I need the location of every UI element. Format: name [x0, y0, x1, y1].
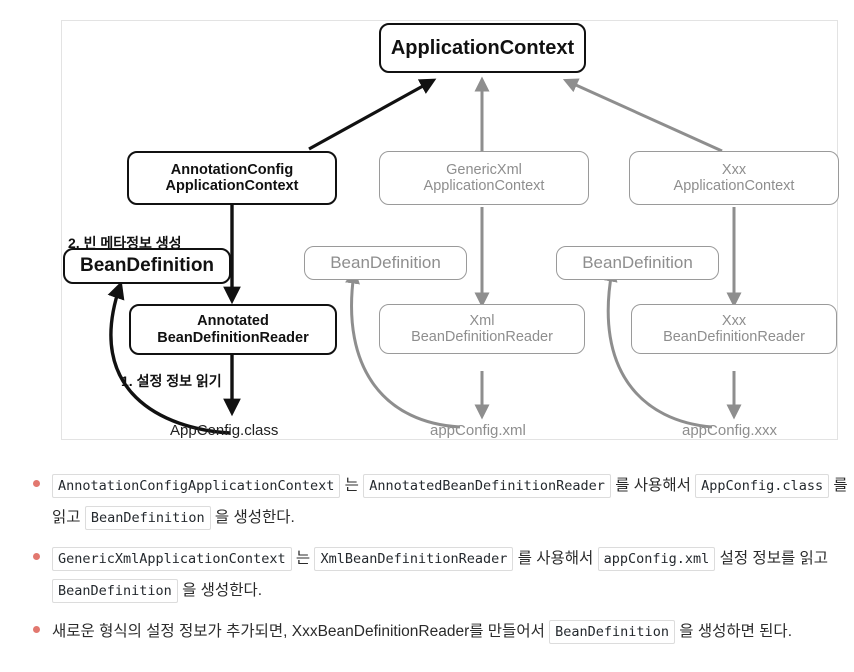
node-bean-definition-middle[interactable]: BeanDefinition: [304, 246, 467, 280]
bullet-text-xxx-reader: 새로운 형식의 설정 정보가 추가되면, XxxBeanDefinitionRe…: [52, 620, 792, 644]
node-label-line-2: BeanDefinitionReader: [411, 329, 553, 345]
node-label: BeanDefinition: [582, 253, 693, 273]
node-xml-bean-definition-reader[interactable]: Xml BeanDefinitionReader: [379, 304, 585, 354]
node-bean-definition-left[interactable]: BeanDefinition: [63, 248, 231, 284]
node-generic-xml-application-context[interactable]: GenericXml ApplicationContext: [379, 151, 589, 205]
node-label-line-2: ApplicationContext: [165, 178, 299, 194]
bullet-text-generic-xml: GenericXmlApplicationContext 는 XmlBeanDe…: [52, 547, 829, 603]
code-token: BeanDefinition: [84, 506, 211, 530]
node-label-line-2: BeanDefinitionReader: [157, 329, 309, 346]
bullet-text-annotation-config: AnnotationConfigApplicationContext 는 Ann…: [52, 474, 848, 530]
code-token: GenericXmlApplicationContext: [52, 547, 292, 571]
text-token: 을 생성한다.: [177, 582, 263, 599]
text-token: 는: [340, 477, 364, 494]
diagram-connectors: [107, 76, 742, 435]
node-application-context[interactable]: ApplicationContext: [379, 23, 586, 73]
node-bean-definition-right[interactable]: BeanDefinition: [556, 246, 719, 280]
code-token: appConfig.xml: [597, 547, 716, 571]
list-item: GenericXmlApplicationContext 는 XmlBeanDe…: [0, 543, 854, 607]
node-label: BeanDefinition: [330, 253, 441, 273]
node-label-line-1: Xml: [469, 312, 495, 329]
code-token: AnnotationConfigApplicationContext: [52, 474, 341, 498]
label-app-config-class: AppConfig.class: [170, 422, 279, 439]
bullet-dot-icon: [33, 553, 40, 560]
text-token: 설정 정보를 읽고: [715, 550, 829, 567]
list-item: 새로운 형식의 설정 정보가 추가되면, XxxBeanDefinitionRe…: [0, 616, 854, 648]
code-token: AnnotatedBeanDefinitionReader: [363, 474, 611, 498]
label-step-1: 1. 설정 정보 읽기: [121, 373, 222, 389]
node-annotation-config-application-context[interactable]: AnnotationConfig ApplicationContext: [127, 151, 337, 205]
code-token: AppConfig.class: [695, 474, 830, 498]
text-token: 를 읽고: [52, 477, 848, 526]
bullet-dot-icon: [33, 480, 40, 487]
node-label-line-1: Xxx: [721, 312, 747, 329]
notes-list: AnnotationConfigApplicationContext 는 Ann…: [0, 470, 854, 657]
list-item: AnnotationConfigApplicationContext 는 Ann…: [0, 470, 854, 534]
text-token: 을 생성한다.: [210, 509, 295, 526]
node-label-line-1: Xxx: [721, 161, 747, 178]
node-label-line-2: BeanDefinitionReader: [663, 329, 805, 345]
node-label: BeanDefinition: [79, 255, 215, 277]
text-token: 을 생성하면 된다.: [674, 623, 792, 640]
node-label: ApplicationContext: [390, 36, 575, 59]
node-xxx-bean-definition-reader[interactable]: Xxx BeanDefinitionReader: [631, 304, 837, 354]
node-label-line-1: Annotated: [197, 313, 269, 330]
text-token: 새로운 형식의 설정 정보가 추가되면, XxxBeanDefinitionRe…: [52, 623, 550, 640]
node-label-line-1: GenericXml: [446, 161, 522, 178]
node-label-line-2: ApplicationContext: [673, 178, 795, 194]
code-token: XmlBeanDefinitionReader: [314, 547, 514, 571]
code-token: BeanDefinition: [52, 579, 178, 603]
node-label-line-2: ApplicationContext: [423, 178, 545, 194]
node-xxx-application-context[interactable]: Xxx ApplicationContext: [629, 151, 839, 205]
bullet-dot-icon: [33, 626, 40, 633]
node-label-line-1: AnnotationConfig: [170, 161, 294, 178]
node-annotated-bean-definition-reader[interactable]: Annotated BeanDefinitionReader: [129, 304, 337, 355]
text-token: 는: [291, 550, 315, 567]
text-token: 를 사용해서: [513, 550, 598, 567]
label-app-config-xml: appConfig.xml: [430, 422, 526, 439]
label-app-config-xxx: appConfig.xxx: [682, 422, 778, 439]
architecture-diagram: ApplicationContext AnnotationConfig Appl…: [61, 20, 839, 440]
label-step-2: 2. 빈 메타정보 생성: [68, 235, 182, 251]
code-token: BeanDefinition: [549, 620, 675, 644]
text-token: 를 사용해서: [610, 477, 696, 494]
